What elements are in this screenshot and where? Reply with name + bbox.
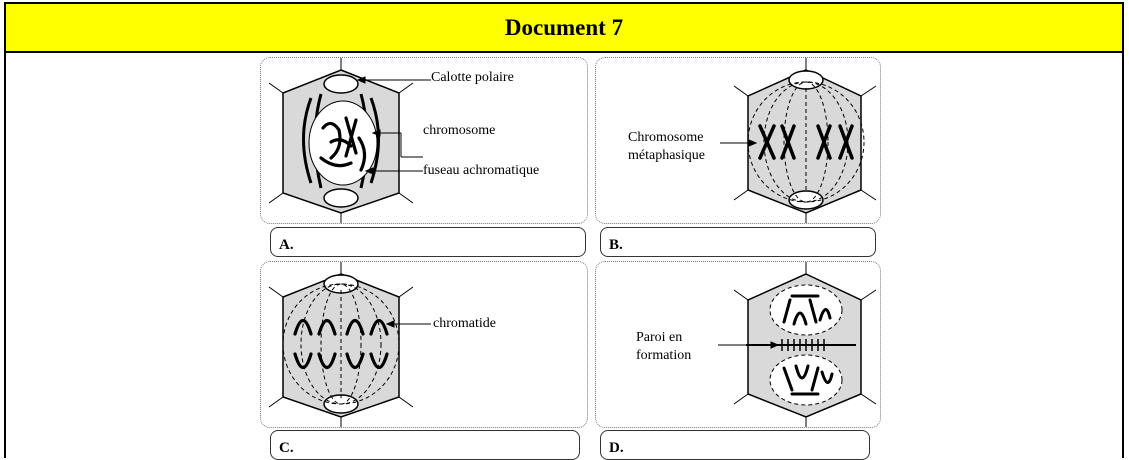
panel-b-caption-box: B. <box>600 227 876 257</box>
panel-d-caption-box: D. <box>600 430 870 460</box>
prophase-cell-illustration <box>261 58 588 224</box>
label-chromosome: chromosome <box>423 123 495 139</box>
label-chromosome-metaphase-2: métaphasique <box>628 148 705 164</box>
label-pole-cap: Calotte polaire <box>431 70 514 86</box>
panel-b-caption: B. <box>609 237 623 254</box>
panel-a-caption: A. <box>279 237 294 254</box>
title-bar: Document 7 <box>6 4 1122 53</box>
panel-b-figure: Chromosome métaphasique <box>595 57 881 224</box>
panel-a-figure: Calotte polaire chromosome fuseau achrom… <box>260 57 588 224</box>
label-wall-formation-1: Paroi en <box>636 330 682 346</box>
anaphase-cell-illustration <box>261 262 588 428</box>
panel-c-caption-box: C. <box>270 430 580 460</box>
panel-c-figure: chromatide <box>260 261 588 428</box>
panel-d-caption: D. <box>609 440 624 457</box>
label-chromatid: chromatide <box>433 316 496 332</box>
document-title: Document 7 <box>505 15 623 41</box>
label-wall-formation-2: formation <box>636 348 691 364</box>
label-chromosome-metaphase-1: Chromosome <box>628 130 703 146</box>
label-spindle: fuseau achromatique <box>423 163 539 179</box>
panel-a-caption-box: A. <box>270 227 586 257</box>
panel-d-figure: Paroi en formation <box>595 261 881 428</box>
panel-c-caption: C. <box>279 440 294 457</box>
